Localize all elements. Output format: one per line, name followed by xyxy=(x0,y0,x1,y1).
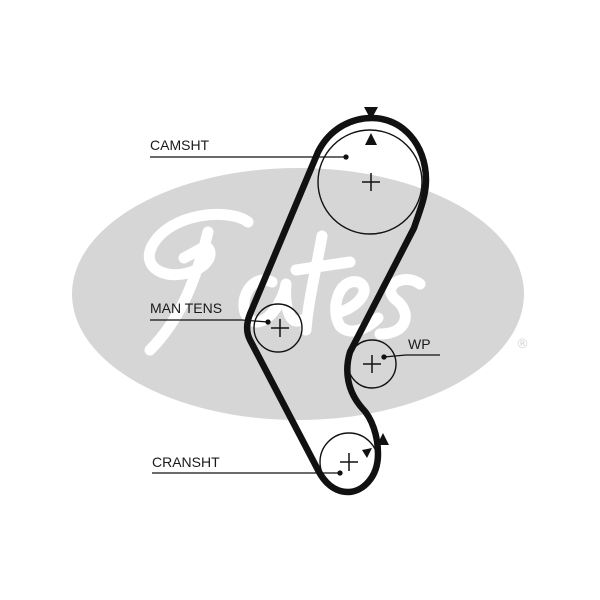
camshaft-label: CAMSHT xyxy=(150,137,210,153)
logo-wordmark xyxy=(143,208,426,356)
water-pump-center-cross xyxy=(363,355,381,373)
leader-lines xyxy=(150,154,440,476)
camshaft-center-cross xyxy=(362,173,380,191)
crankshaft-timing-mark-inner xyxy=(362,448,372,458)
camshaft-timing-mark-upper xyxy=(364,107,378,120)
manual-tensioner-label: MAN TENS xyxy=(150,300,222,316)
gates-logo: ® xyxy=(72,168,529,420)
water-pump-leader xyxy=(383,354,440,358)
crankshaft-center-cross xyxy=(340,453,358,471)
timing-marks xyxy=(362,107,389,458)
pulley-centers xyxy=(271,173,381,471)
camshaft-timing-mark-lower xyxy=(365,133,377,145)
crankshaft-label: CRANSHT xyxy=(152,454,220,470)
tensioner-center-cross xyxy=(271,319,289,337)
registered-mark: ® xyxy=(516,337,529,352)
tensioner-leader xyxy=(150,319,269,323)
camshaft-pulley xyxy=(317,129,423,235)
crankshaft-timing-mark-outer xyxy=(377,433,389,445)
water-pump-label: WP xyxy=(408,336,431,352)
tensioner-pulley xyxy=(253,303,303,353)
timing-belt xyxy=(243,114,430,496)
